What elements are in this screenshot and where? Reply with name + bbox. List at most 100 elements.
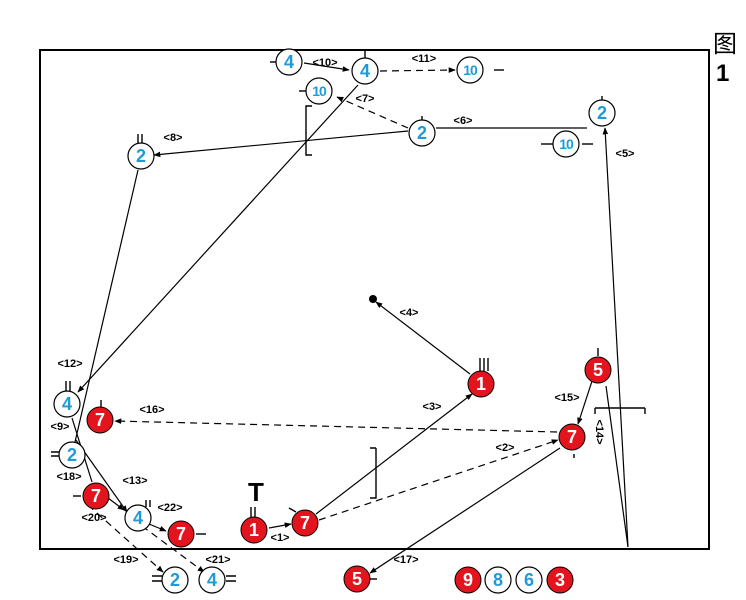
player-number: 3 (555, 570, 565, 590)
red-player-1: 1 (467, 370, 495, 398)
ball-endpoint (369, 295, 377, 303)
red-player-7: 7 (86, 406, 114, 434)
line-move-15 (577, 377, 594, 425)
marking-7 (250, 507, 256, 517)
step-label: <14> (593, 419, 605, 444)
step-label: <21> (205, 554, 230, 566)
line-move-17 (369, 447, 561, 574)
red-player-5: 5 (343, 565, 371, 593)
step-label: <17> (393, 554, 418, 566)
line-move-2 (318, 439, 559, 521)
step-label: <8> (164, 132, 183, 144)
step-label: <11> (412, 53, 436, 65)
step-label: <10> (312, 57, 337, 69)
player-number: 5 (352, 569, 362, 589)
line-move-5b (605, 385, 629, 548)
movement-lines (71, 62, 629, 574)
blue-player-2: 2 (408, 119, 436, 147)
marking-0 (370, 447, 377, 499)
figure-caption-char: 图 (713, 30, 737, 58)
player-number: 7 (300, 513, 310, 533)
step-label: <15> (554, 392, 579, 404)
step-label: <16> (139, 404, 164, 416)
player-number: 2 (597, 103, 607, 123)
line-pass-1 (268, 522, 292, 529)
red-player-7: 7 (167, 520, 195, 548)
step-label: <6> (454, 115, 473, 127)
step-label: <7> (356, 93, 375, 105)
player-number: 10 (312, 83, 327, 99)
marking-3 (479, 358, 489, 371)
player-number: 10 (463, 62, 478, 78)
step-label: <1> (271, 532, 290, 544)
line-move-10 (303, 62, 350, 72)
line-move-22 (148, 523, 167, 532)
line-move-16 (114, 418, 558, 433)
blue-player-10: 10 (305, 77, 333, 105)
line-move-8 (153, 130, 409, 158)
figure-caption-number: 1 (716, 60, 730, 87)
player-markings (51, 49, 646, 582)
player-number: 9 (463, 570, 473, 590)
blue-player-4: 4 (124, 504, 152, 532)
marking-5 (65, 381, 71, 391)
player-number: 4 (133, 508, 143, 528)
red-player-7: 7 (291, 509, 319, 537)
player-number: 10 (559, 136, 574, 152)
blue-player-2: 2 (161, 566, 189, 594)
step-label: <5> (616, 148, 635, 160)
line-move-7 (336, 96, 409, 129)
step-labels: <1><2><3><4><5><6><7><8><9><10><11><12><… (51, 53, 635, 566)
player-number: 4 (62, 394, 72, 414)
line-move-11 (379, 67, 456, 73)
step-label: <18> (56, 471, 81, 483)
player-number: 8 (493, 570, 503, 590)
step-label: <20> (81, 512, 106, 524)
player-number: 4 (207, 570, 217, 590)
blue-player-8: 8 (484, 566, 512, 594)
red-player-3: 3 (546, 566, 574, 594)
player-number: 4 (284, 52, 294, 72)
player-number: 2 (170, 570, 180, 590)
player-number: 7 (176, 524, 186, 544)
step-label: <19> (113, 554, 138, 566)
player-number: 6 (524, 570, 534, 590)
step-label: <4> (400, 307, 419, 319)
player-number: 1 (249, 520, 259, 540)
marking-10 (226, 575, 236, 582)
marking-22 (288, 507, 297, 513)
line-move-9 (74, 169, 139, 443)
step-label: <3> (423, 401, 442, 413)
line-move-5 (602, 127, 629, 548)
blue-player-2: 2 (588, 99, 616, 127)
line-move-4 (375, 301, 471, 375)
red-player-7: 7 (558, 423, 586, 451)
player-number: 7 (91, 486, 101, 506)
player-number: 2 (417, 123, 427, 143)
line-move-12 (77, 84, 359, 393)
step-label: <2> (496, 442, 515, 454)
player-number: 2 (67, 445, 77, 465)
player-number: 1 (476, 374, 486, 394)
t-marker: T (248, 477, 264, 507)
player-number: 7 (95, 410, 105, 430)
red-player-7: 7 (82, 482, 110, 510)
blue-player-4: 4 (351, 57, 379, 85)
red-player-5: 5 (584, 356, 612, 384)
red-player-9: 9 (454, 566, 482, 594)
player-number: 5 (593, 360, 603, 380)
line-move-20 (107, 497, 125, 511)
red-player-1: 1 (240, 516, 268, 544)
line-move-19 (87, 504, 164, 573)
blue-player-6: 6 (515, 566, 543, 594)
marking-8 (145, 500, 151, 507)
blue-player-4: 4 (53, 390, 81, 418)
marking-1 (305, 105, 312, 156)
court-boundary (39, 49, 710, 550)
blue-player-4: 4 (275, 48, 303, 76)
step-label: <12> (57, 358, 82, 370)
blue-player-2: 2 (58, 441, 86, 469)
marking-6 (51, 451, 59, 457)
